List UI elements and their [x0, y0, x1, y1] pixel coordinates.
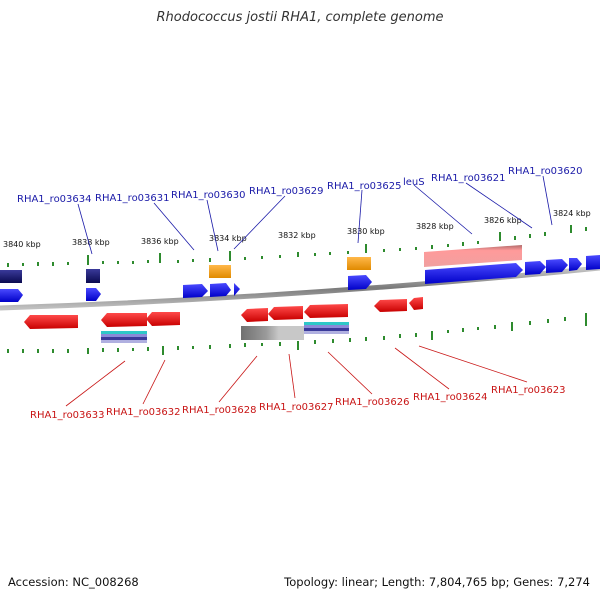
- feature-bar: [209, 265, 231, 278]
- feature-bar: [347, 257, 371, 270]
- gene-label: RHA1_ro03624: [413, 392, 488, 403]
- gene-label: RHA1_ro03620: [508, 166, 583, 177]
- tick-label: 3838 kbp: [72, 238, 110, 247]
- gene-label: RHA1_ro03623: [491, 385, 566, 396]
- accession-text: Accession: NC_008268: [8, 575, 139, 589]
- feature-bar: [86, 269, 100, 283]
- forward-gene-labels: RHA1_ro03634 RHA1_ro03631 RHA1_ro03630 R…: [17, 166, 583, 205]
- feature-bar: [241, 326, 304, 340]
- gene-label: RHA1_ro03634: [17, 194, 92, 205]
- cds-arrow: [86, 288, 101, 301]
- gene-label: RHA1_ro03625: [327, 181, 402, 192]
- cds-arrow: [348, 275, 372, 290]
- cds-arrow: [304, 304, 348, 318]
- tick-label: 3830 kbp: [347, 227, 385, 236]
- forward-strand-features: [0, 245, 600, 302]
- forward-leader-lines: [77, 175, 553, 255]
- domain-bar: [101, 331, 147, 343]
- cds-arrow: [525, 261, 546, 275]
- cds-arrow: [268, 306, 303, 320]
- reverse-strand-features: [24, 297, 423, 343]
- tick-label: 3832 kbp: [278, 231, 316, 240]
- tick-label: 3826 kbp: [484, 216, 522, 225]
- cds-arrow: [183, 284, 208, 298]
- cds-arrow: [409, 297, 423, 310]
- gene-label: RHA1_ro03631: [95, 193, 170, 204]
- domain-bar: [304, 322, 349, 334]
- lower-tick-ruler: [7, 313, 587, 355]
- cds-arrow: [146, 312, 180, 326]
- upper-tick-ruler: [7, 225, 587, 267]
- tick-label: 3836 kbp: [141, 237, 179, 246]
- reverse-gene-labels: RHA1_ro03633 RHA1_ro03632 RHA1_ro03628 R…: [30, 385, 566, 421]
- feature-bar: [424, 245, 522, 267]
- topology-text: Topology: linear; Length: 7,804,765 bp; …: [284, 575, 590, 589]
- cds-arrow: [234, 283, 240, 296]
- cds-arrow: [374, 299, 407, 312]
- genome-title: Rhodococcus jostii RHA1, complete genome: [156, 10, 444, 25]
- gene-label: RHA1_ro03627: [259, 402, 334, 413]
- tick-labels: 3840 kbp 3838 kbp 3836 kbp 3834 kbp 3832…: [3, 209, 591, 249]
- feature-bar: [0, 270, 22, 283]
- cds-arrow: [586, 255, 600, 270]
- cds-arrow: [0, 289, 23, 302]
- gene-label: RHA1_ro03633: [30, 410, 105, 421]
- cds-arrow: [241, 308, 268, 322]
- tick-label: 3824 kbp: [553, 209, 591, 218]
- cds-arrow: [24, 315, 78, 329]
- cds-arrow: [425, 263, 523, 284]
- gene-label: RHA1_ro03628: [182, 405, 257, 416]
- reverse-leader-lines: [65, 345, 528, 407]
- tick-label: 3840 kbp: [3, 240, 41, 249]
- gene-label: RHA1_ro03630: [171, 190, 246, 201]
- gene-label: leuS: [403, 177, 425, 188]
- gene-label: RHA1_ro03626: [335, 397, 410, 408]
- cds-arrow: [546, 259, 568, 273]
- cds-arrow: [210, 283, 231, 297]
- cds-arrow: [101, 313, 147, 327]
- gene-label: RHA1_ro03632: [106, 407, 181, 418]
- gene-label: RHA1_ro03621: [431, 173, 506, 184]
- tick-label: 3828 kbp: [416, 222, 454, 231]
- tick-label: 3834 kbp: [209, 234, 247, 243]
- gene-label: RHA1_ro03629: [249, 186, 324, 197]
- cds-arrow: [569, 258, 582, 271]
